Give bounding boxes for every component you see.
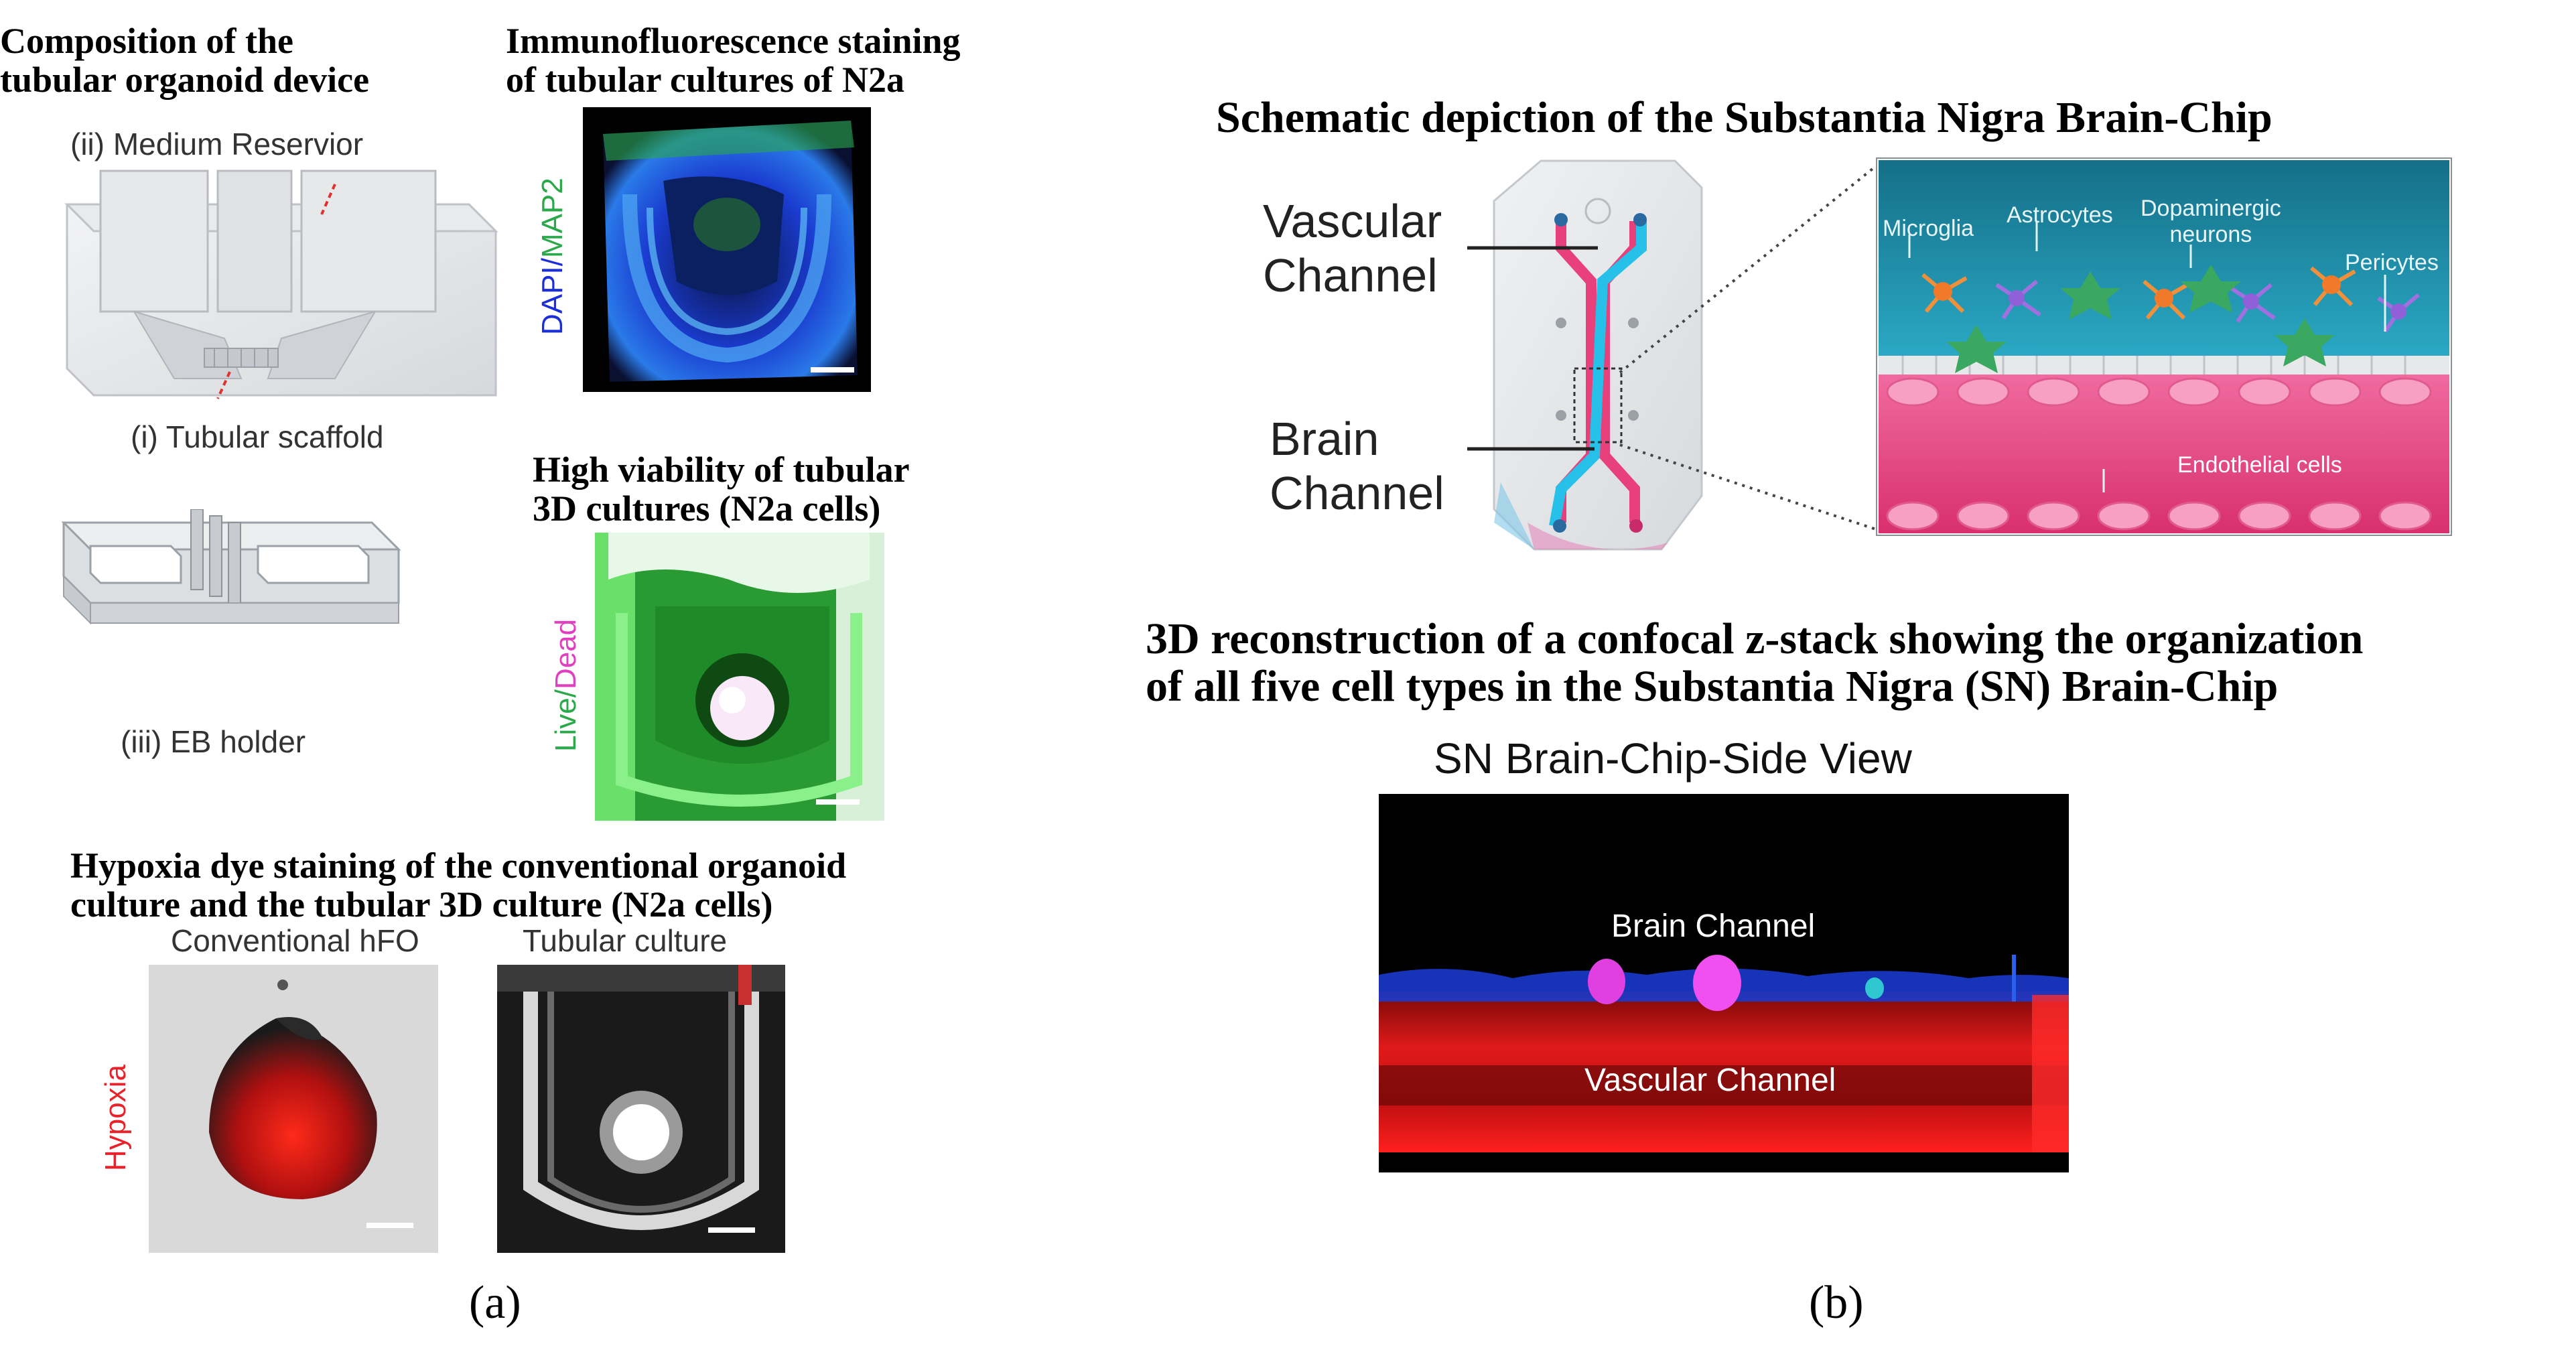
confocal-side-view-image xyxy=(1379,794,2069,1172)
endothelial-cells-label: Endothelial cells xyxy=(2177,452,2342,478)
conventional-hfo-image xyxy=(149,965,438,1253)
zoom-guide-lines xyxy=(1619,165,1877,531)
dapi-map2-stain-label: DAPI/MAP2 xyxy=(536,178,569,335)
brain-channel-label: Brain Channel xyxy=(1270,413,1444,519)
eb-holder-label: (iii) EB holder xyxy=(121,724,306,759)
tubular-culture-hypoxia-image xyxy=(497,965,785,1253)
hypoxia-stain-label: Hypoxia xyxy=(99,1065,132,1171)
immunofluorescence-image xyxy=(583,107,871,392)
composition-title: Composition of the tubular organoid devi… xyxy=(0,21,370,100)
schematic-title: Schematic depiction of the Substantia Ni… xyxy=(1216,93,2273,142)
pericytes-label: Pericytes xyxy=(2345,250,2439,275)
astrocytes-label: Astrocytes xyxy=(2007,202,2113,228)
brain-chip-illustration xyxy=(1493,159,1703,551)
viability-title: High viability of tubular 3D cultures (N… xyxy=(533,450,910,529)
tubular-scaffold-label: (i) Tubular scaffold xyxy=(131,419,384,454)
vascular-channel-label: Vascular Channel xyxy=(1263,195,1442,301)
panel-b-caption: (b) xyxy=(1809,1277,1864,1329)
panel-a-caption: (a) xyxy=(469,1277,521,1329)
immunofluorescence-title: Immunofluorescence staining of tubular c… xyxy=(506,21,961,100)
side-brain-channel-label: Brain Channel xyxy=(1611,908,1816,944)
eb-holder-illustration xyxy=(61,509,401,625)
live-dead-image xyxy=(595,533,884,821)
hypoxia-title: Hypoxia dye staining of the conventional… xyxy=(70,846,847,925)
medium-reservoir-label: (ii) Medium Reservior xyxy=(70,127,364,161)
reconstruction-title: 3D reconstruction of a confocal z-stack … xyxy=(1146,614,2364,712)
microglia-label: Microglia xyxy=(1883,216,1974,241)
conventional-hfo-label: Conventional hFO xyxy=(171,923,419,958)
dopaminergic-neurons-label: Dopaminergic neurons xyxy=(2141,196,2281,248)
side-vascular-channel-label: Vascular Channel xyxy=(1584,1063,1836,1098)
tubular-culture-label: Tubular culture xyxy=(523,923,728,958)
cell-layer-inset xyxy=(1876,157,2452,536)
live-dead-stain-label: Live/Dead xyxy=(549,618,582,752)
side-view-title: SN Brain-Chip-Side View xyxy=(1434,734,1912,783)
channel-leader-lines xyxy=(1467,246,1598,451)
tubular-device-illustration xyxy=(64,170,498,399)
